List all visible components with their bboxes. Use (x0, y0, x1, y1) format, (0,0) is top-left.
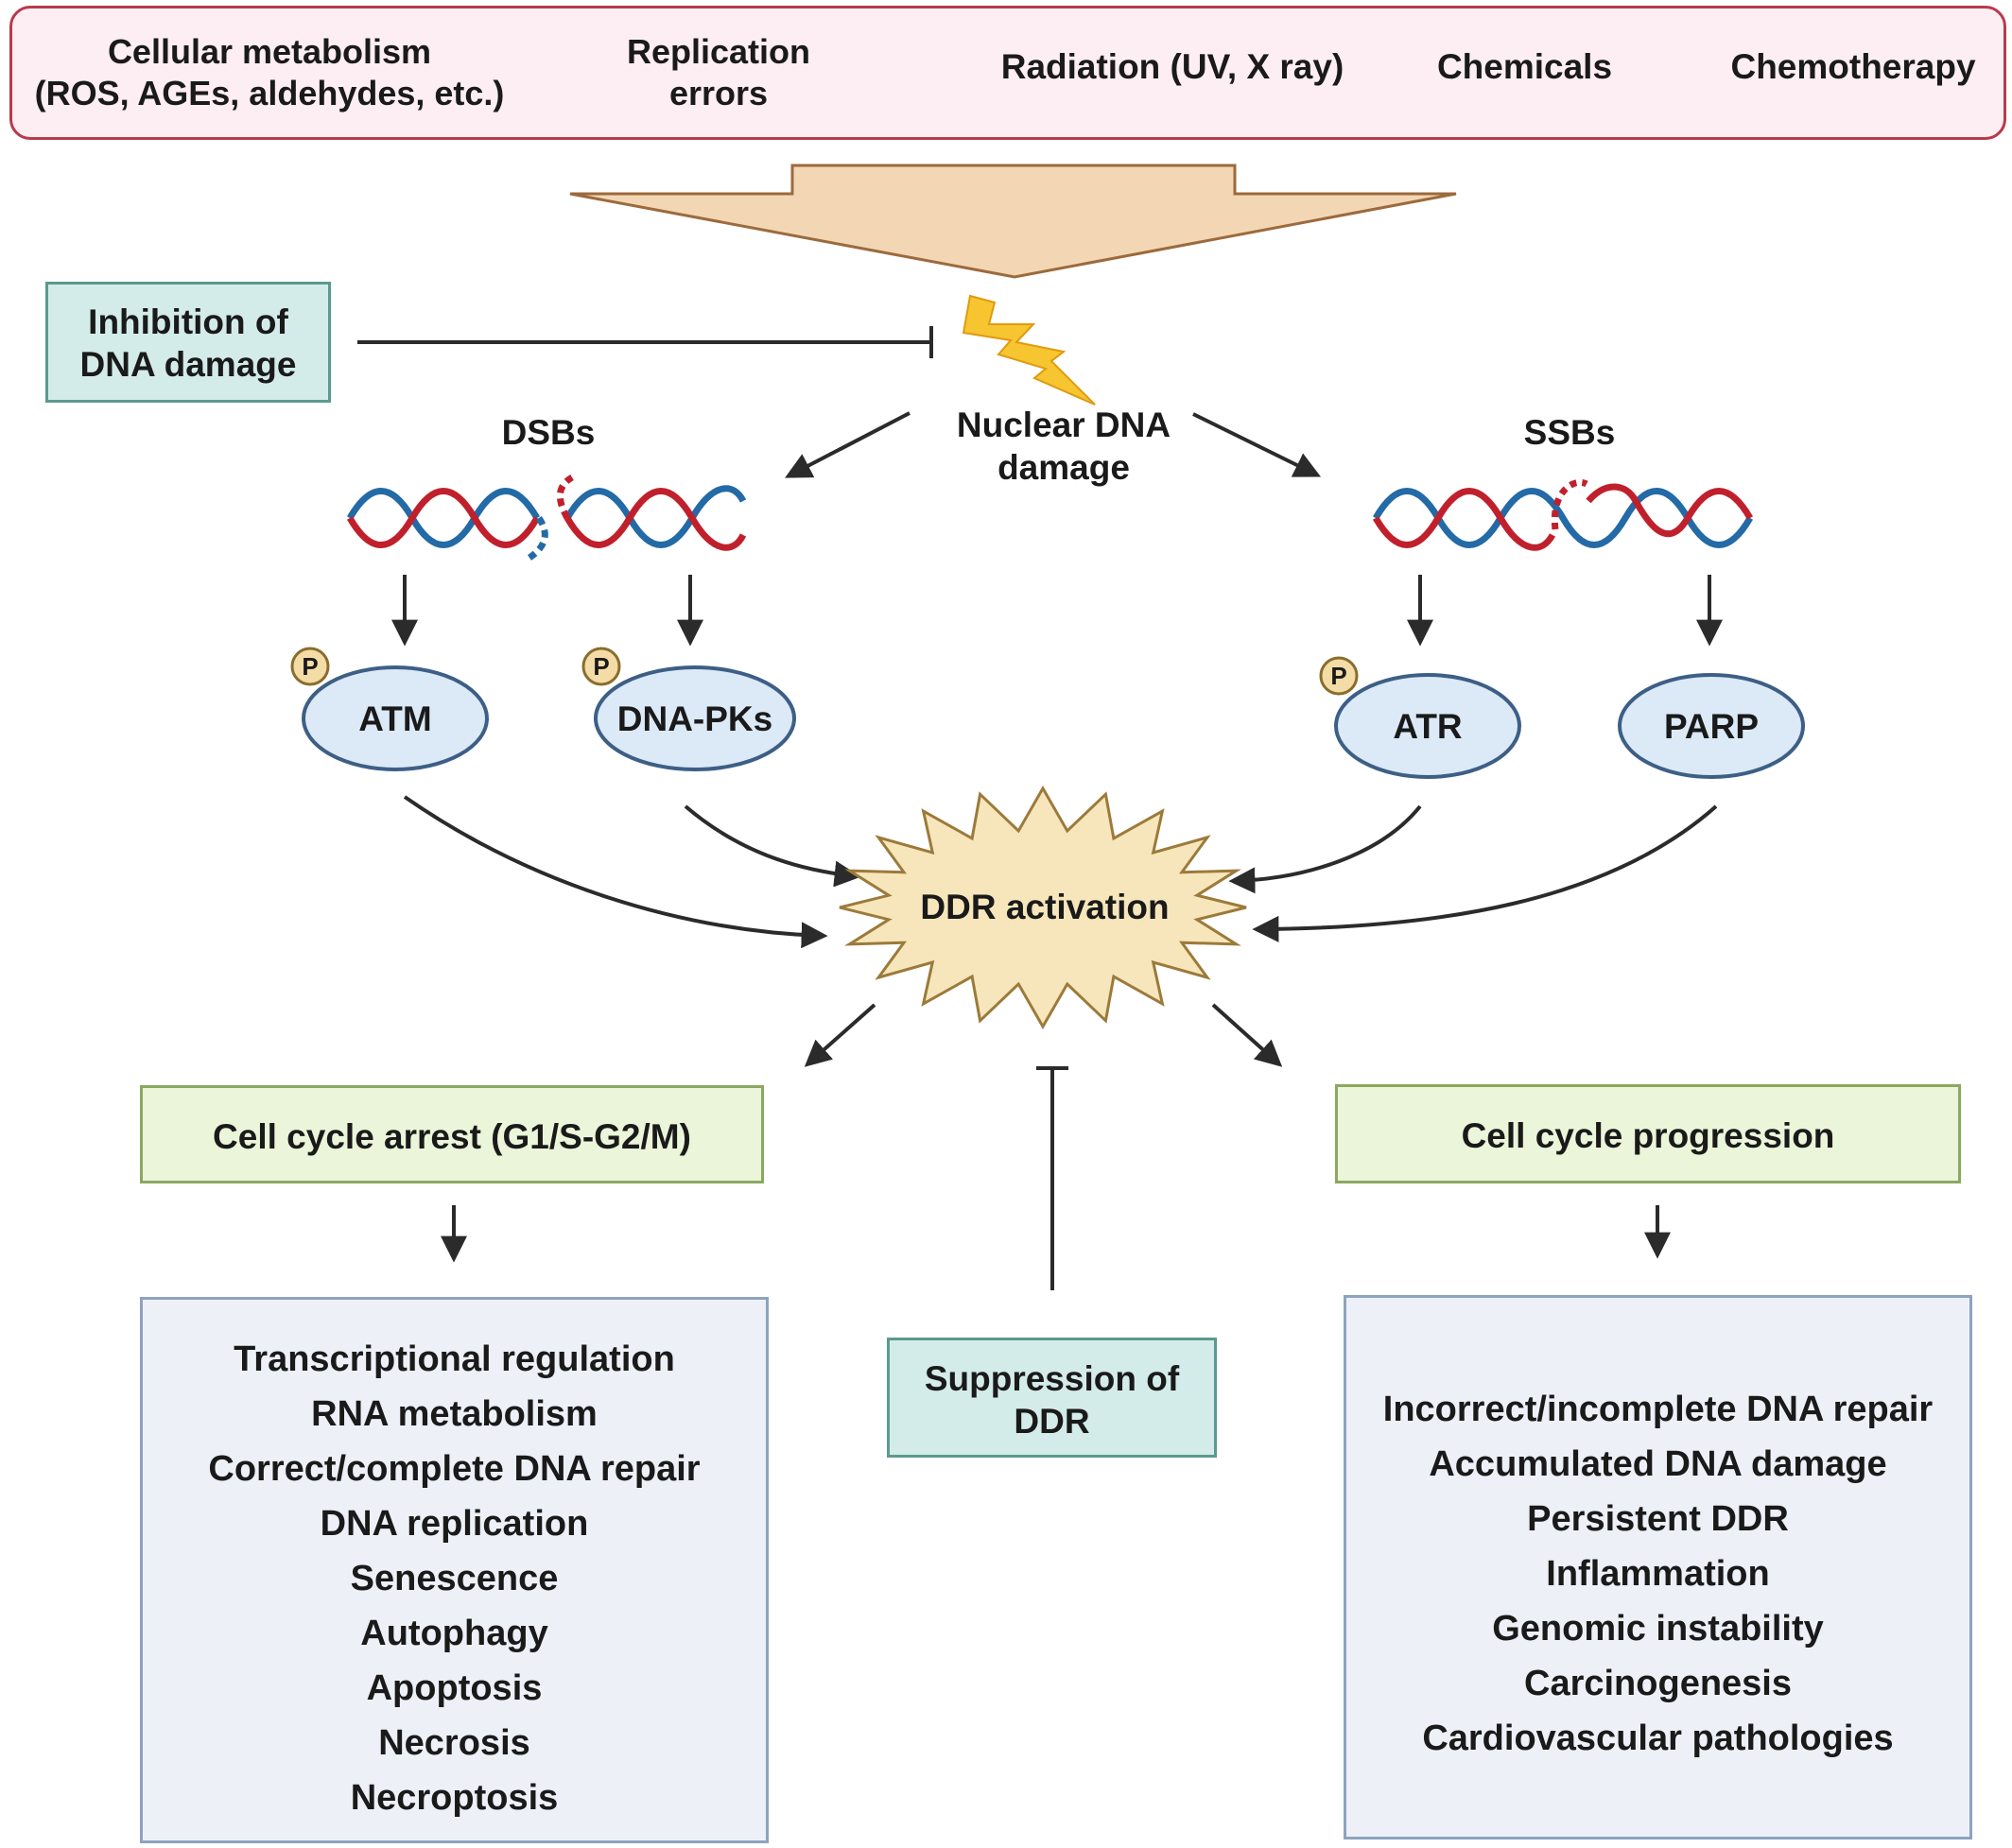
cell-cycle-progression-label: Cell cycle progression (1461, 1116, 1835, 1155)
source-chemicals: Chemicals (1436, 47, 1613, 86)
arrow-atm-to-ddr (403, 795, 828, 949)
list-item: Incorrect/incomplete DNA repair (1382, 1390, 1934, 1429)
list-item: Necroptosis (350, 1778, 559, 1818)
list-item: Senescence (350, 1559, 559, 1598)
list-item: Apoptosis (366, 1668, 543, 1708)
phospho-icon-atr (1319, 656, 1359, 696)
list-item: DNA replication (320, 1504, 589, 1544)
cell-cycle-progression-box (1335, 1084, 1961, 1183)
phospho-icon-dnapk (581, 647, 621, 686)
source-radiation: Radiation (UV, X ray) (1000, 47, 1344, 86)
parp-label: PARP (1663, 707, 1760, 746)
phospho-label-atr: P (1330, 662, 1347, 690)
lightning-icon (962, 294, 1096, 406)
list-item: Inflammation (1546, 1554, 1770, 1594)
list-item: Persistent DDR (1527, 1499, 1789, 1539)
list-item: Correct/complete DNA repair (208, 1449, 701, 1489)
arrow-dnapk-to-ddr (684, 804, 861, 888)
arrow-parp-to-ddr (1252, 804, 1718, 942)
damage-sources-box (9, 6, 2006, 140)
source-replication-errors: Replication errors (626, 32, 811, 112)
list-item: Necrosis (378, 1723, 530, 1763)
arrow-ddr-to-progression (1211, 1003, 1283, 1067)
source-chemotherapy: Chemotherapy (1730, 47, 1976, 86)
phospho-label-atm: P (302, 652, 319, 681)
phospho-label-dnapk: P (593, 652, 610, 681)
suppression-label: Suppression of DDR (924, 1359, 1180, 1441)
atm-ellipse (302, 665, 489, 771)
phospho-icon-atm (290, 647, 330, 686)
suppression-box (887, 1338, 1217, 1458)
inhibition-label: Inhibition of DNA damage (79, 302, 297, 384)
dnapk-ellipse (594, 665, 796, 771)
list-item: Genomic instability (1492, 1609, 1824, 1649)
list-item: Carcinogenesis (1524, 1664, 1792, 1703)
arrest-outcomes-box: Transcriptional regulation RNA metabolis… (140, 1297, 769, 1843)
arrow-to-ssbs (1192, 412, 1322, 477)
cell-cycle-arrest-label: Cell cycle arrest (G1/S-G2/M) (213, 1117, 691, 1156)
nuclear-dna-damage-label: Nuclear DNA damage (956, 406, 1171, 487)
dnapk-label: DNA-PKs (616, 699, 773, 738)
list-item: Autophagy (360, 1614, 548, 1653)
source-cellular-metabolism: Cellular metabolism (ROS, AGEs, aldehyde… (34, 32, 505, 112)
arrow-to-dsbs (785, 411, 911, 478)
dsb-dna-helix (346, 474, 747, 561)
list-item: Accumulated DNA damage (1429, 1444, 1887, 1484)
progression-outcomes-list: Incorrect/incomplete DNA repair Accumula… (1346, 1382, 1969, 1766)
arrest-outcomes-list: Transcriptional regulation RNA metabolis… (143, 1332, 766, 1825)
atm-label: ATM (358, 699, 432, 738)
ddr-activation-label: DDR activation (920, 888, 1170, 926)
arrow-ddr-to-arrest (804, 1003, 876, 1067)
ssb-dna-helix (1372, 478, 1754, 551)
big-down-arrow (569, 164, 1457, 279)
inhibition-box (45, 282, 331, 403)
arrow-atr-to-ddr (1228, 804, 1422, 894)
list-item: RNA metabolism (311, 1394, 598, 1434)
ssbs-label: SSBs (1523, 413, 1616, 452)
atr-ellipse (1334, 673, 1521, 779)
ddr-burst (839, 785, 1247, 1030)
atr-label: ATR (1393, 707, 1463, 746)
cell-cycle-arrest-box (140, 1085, 764, 1183)
parp-ellipse (1618, 673, 1805, 779)
progression-outcomes-box: Incorrect/incomplete DNA repair Accumula… (1344, 1295, 1972, 1839)
list-item: Cardiovascular pathologies (1422, 1718, 1894, 1758)
list-item: Transcriptional regulation (234, 1339, 675, 1379)
dsbs-label: DSBs (501, 413, 596, 452)
